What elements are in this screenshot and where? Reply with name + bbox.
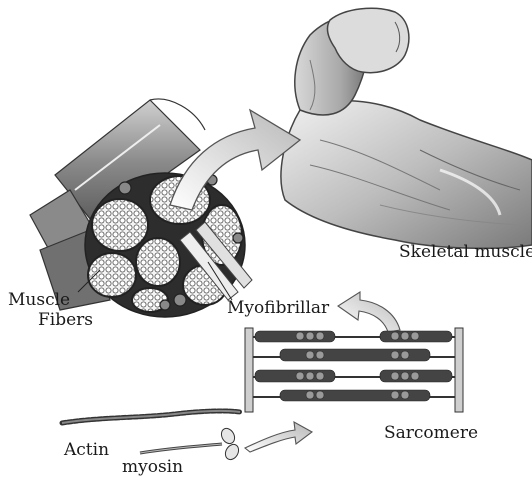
label-myofibrillar: Myofibrillar	[227, 300, 329, 317]
muscle-bundle-icon	[30, 99, 252, 317]
label-fibers: Fibers	[38, 312, 93, 329]
actin-filament-icon	[62, 411, 240, 423]
label-muscle: Muscle	[8, 292, 70, 309]
arrow-icon	[245, 422, 312, 452]
label-myosin: myosin	[122, 459, 183, 476]
label-actin: Actin	[64, 442, 109, 459]
sarcomere-icon	[245, 328, 463, 412]
arrow-icon	[338, 292, 400, 332]
label-sarcomere: Sarcomere	[384, 425, 478, 442]
arrow-icon	[170, 110, 300, 210]
arm-illustration	[281, 8, 532, 248]
label-skeletal-muscle: Skeletal muscle	[399, 244, 532, 261]
